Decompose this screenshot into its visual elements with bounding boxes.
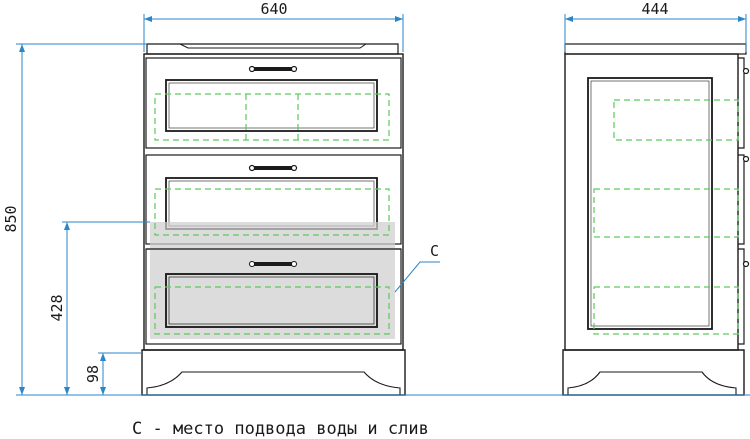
side-drawer-fronts [738, 57, 745, 345]
connection-zone [150, 222, 395, 339]
side-zone-3 [593, 286, 739, 335]
drawer-1-panel-inner [168, 82, 375, 129]
side-plinth-cutout [567, 371, 737, 395]
dimension-lines [16, 14, 750, 396]
drawer-2-handle [248, 164, 298, 172]
legend-caption: C - место подвода воды и слив [132, 419, 429, 439]
front-view [141, 43, 406, 396]
dim-front-width-label: 640 [260, 0, 287, 18]
side-handles [742, 67, 750, 268]
drawer-1-handle [248, 65, 298, 73]
side-panel [587, 77, 713, 330]
drawer-3-overlay [146, 248, 401, 328]
drawer-2-panel [165, 177, 378, 230]
dimension-labels: 640 444 850 428 98 [2, 0, 669, 383]
side-dashed-zones [593, 99, 739, 335]
front-dashed-zones [154, 93, 390, 335]
dimension-arrows [19, 16, 746, 395]
connection-zone-fill [150, 222, 395, 339]
front-zone-1 [154, 93, 390, 141]
side-zone-1 [613, 99, 739, 141]
front-plinth-cutout [146, 371, 401, 395]
drawer-1-panel [165, 79, 378, 132]
drawer-3-handle-overlay [249, 261, 297, 267]
side-top [564, 43, 747, 55]
side-panel-inner [590, 80, 710, 327]
drawer-1-front [145, 57, 402, 149]
dim-total-height-label: 850 [2, 205, 20, 232]
side-zone-2 [593, 188, 739, 238]
dim-plinth-height-label: 98 [84, 365, 102, 383]
connection-marker-label: C [430, 242, 439, 260]
countertop-bevel [179, 43, 367, 49]
dim-connection-height-label: 428 [48, 294, 66, 321]
drawer-2-panel-inner [168, 180, 375, 227]
c-leader [394, 261, 440, 293]
countertop [146, 43, 399, 55]
side-view [562, 43, 750, 396]
dim-side-depth-label: 444 [641, 0, 668, 18]
